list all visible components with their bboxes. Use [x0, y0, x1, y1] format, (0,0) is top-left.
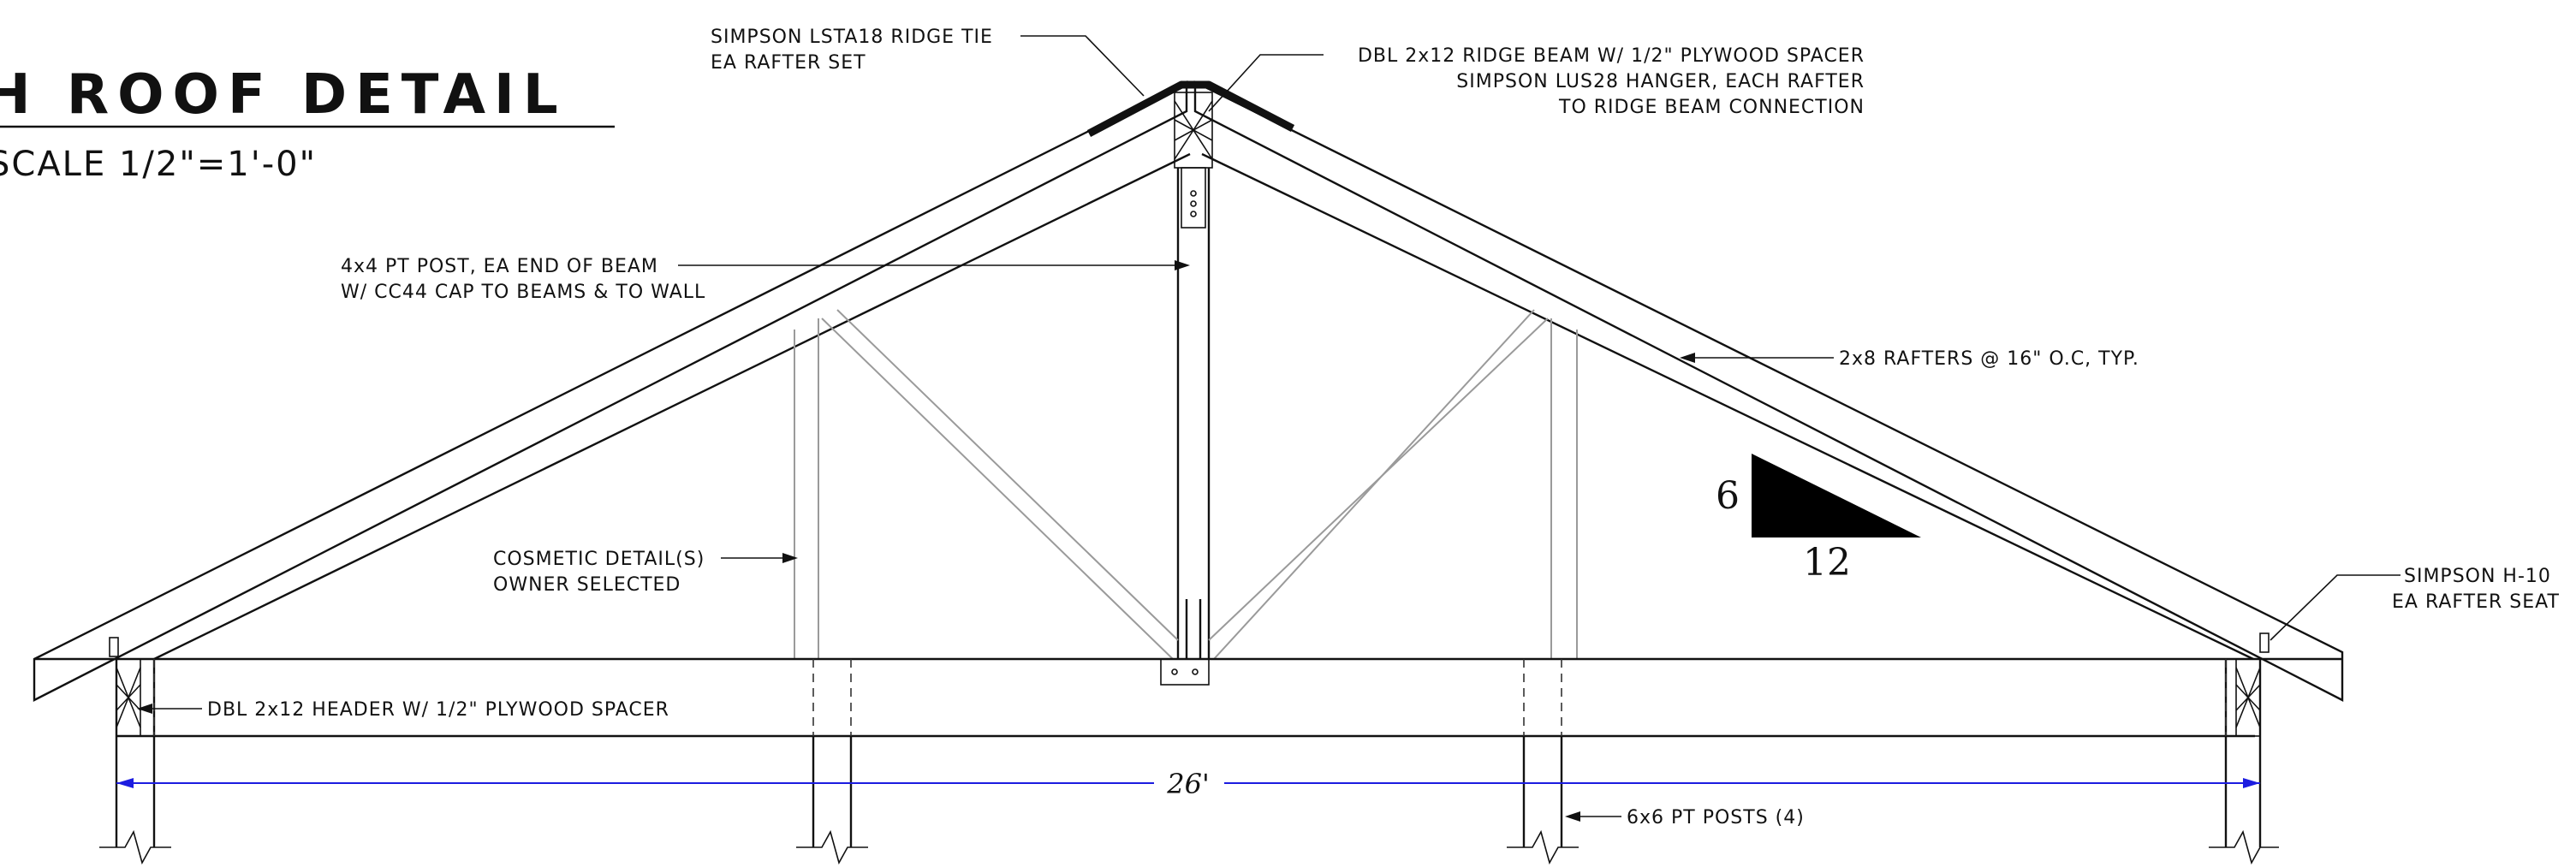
ridge-beam-label-2: SIMPSON LUS28 HANGER, EACH RAFTER — [1456, 71, 1865, 92]
right-h10-seat — [2259, 632, 2270, 653]
callout-header: DBL 2x12 HEADER W/ 1/2" PLYWOOD SPACER — [137, 699, 669, 721]
drawing-scale: SCALE 1/2"=1'-0" — [0, 145, 317, 184]
right-rafter-underside — [1201, 152, 2254, 661]
span-dimension-label: 26' — [1166, 768, 1210, 800]
cosmetic-label-2: OWNER SELECTED — [493, 574, 681, 596]
callout-posts: 6x6 PT POSTS (4) — [1565, 807, 1805, 828]
header-beam — [34, 657, 2342, 738]
ridge-tie-strap — [1086, 80, 1295, 137]
header-label: DBL 2x12 HEADER W/ 1/2" PLYWOOD SPACER — [207, 699, 669, 721]
ridge-tie-label-2: EA RAFTER SET — [711, 52, 866, 74]
cosmetic-members — [794, 309, 1578, 660]
callout-ridge-tie: SIMPSON LSTA18 RIDGE TIE EA RAFTER SET — [711, 27, 1145, 97]
post-label-2: W/ CC44 CAP TO BEAMS & TO WALL — [341, 282, 705, 303]
rafter-seat-label-2: EA RAFTER SEAT — [2392, 591, 2560, 613]
slope-rise: 6 — [1716, 474, 1740, 518]
rafters-label: 2x8 RAFTERS @ 16" O.C, TYP. — [1839, 348, 2139, 370]
posts-label: 6x6 PT POSTS (4) — [1627, 807, 1805, 828]
ridge-tie-strap-line — [1086, 80, 1295, 137]
left-rafter-underside — [153, 152, 1191, 661]
span-dimension: 26' — [116, 768, 2260, 800]
slope-indicator: 6 12 — [1716, 454, 1921, 585]
rafters — [33, 80, 2344, 702]
break-lines — [99, 829, 2279, 865]
callout-rafters: 2x8 RAFTERS @ 16" O.C, TYP. — [1680, 348, 2139, 370]
cc44-cap-plate — [1181, 167, 1206, 229]
post-base-connector — [1160, 658, 1210, 686]
left-h10-seat — [109, 637, 119, 657]
callout-ridge-beam: DBL 2x12 RIDGE BEAM W/ 1/2" PLYWOOD SPAC… — [1208, 45, 1865, 118]
center-post — [1160, 168, 1211, 686]
rafter-seat-label-1: SIMPSON H-10 — [2404, 566, 2551, 587]
interior-posts — [812, 659, 1563, 847]
left-end-post — [109, 637, 156, 847]
drawing-title: H ROOF DETAIL — [0, 63, 567, 127]
cosmetic-label-1: COSMETIC DETAIL(S) — [493, 549, 705, 570]
left-rafter — [33, 80, 1188, 702]
ridge-beam — [1174, 92, 1213, 229]
post-label-1: 4x4 PT POST, EA END OF BEAM — [341, 256, 658, 277]
callout-post: 4x4 PT POST, EA END OF BEAM W/ CC44 CAP … — [341, 256, 1190, 303]
right-end-post — [2224, 632, 2270, 847]
ridge-tie-label-1: SIMPSON LSTA18 RIDGE TIE — [711, 27, 993, 48]
callout-cosmetic: COSMETIC DETAIL(S) OWNER SELECTED — [493, 549, 798, 596]
slope-triangle — [1752, 454, 1921, 537]
ridge-beam-label-1: DBL 2x12 RIDGE BEAM W/ 1/2" PLYWOOD SPAC… — [1358, 45, 1865, 67]
title-block: H ROOF DETAIL SCALE 1/2"=1'-0" — [0, 63, 615, 184]
slope-run: 12 — [1803, 541, 1851, 585]
ridge-beam-label-3: TO RIDGE BEAM CONNECTION — [1558, 97, 1865, 118]
right-rafter — [1193, 80, 2344, 702]
callout-rafter-seat: SIMPSON H-10 EA RAFTER SEAT — [2270, 566, 2560, 641]
